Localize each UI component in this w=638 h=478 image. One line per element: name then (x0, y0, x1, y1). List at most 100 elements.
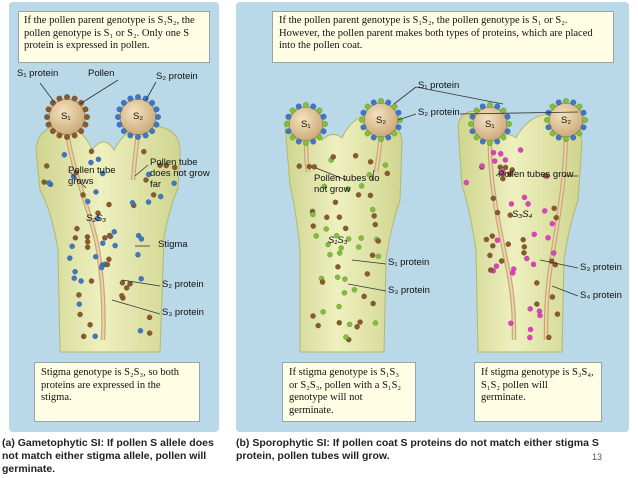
pollen-coat-protein-dot (395, 124, 402, 131)
stigma-protein-dot (530, 261, 537, 268)
stigma-protein-dot (73, 169, 80, 176)
pollen-coat-protein-dot (555, 134, 562, 141)
stigma-protein-dot (354, 323, 360, 330)
s2-protein-dot (153, 121, 160, 128)
s2-protein-dot (134, 133, 142, 141)
stigma-protein-dot (500, 175, 506, 182)
stigma-protein-dot (145, 171, 152, 178)
pollen-coat-protein-dot (576, 130, 583, 137)
stigma-protein-dot (527, 326, 534, 333)
label-s2-protein-top-b: S₂ protein (418, 107, 460, 118)
stigma-protein-dot (537, 312, 543, 319)
stigma-protein-dot (71, 275, 78, 282)
pollen-coat-protein-dot (385, 99, 392, 106)
s2-protein-dot (127, 132, 134, 139)
stigma-protein-dot (335, 263, 341, 270)
pollen-coat-protein-dot (500, 107, 507, 114)
stigma-protein-dot (463, 179, 470, 186)
label-tubes-grow-b: Pollen tubes grow (498, 169, 574, 180)
stigma-b2-protein-dots (463, 147, 561, 341)
panel-b-leader-lines (315, 86, 579, 297)
stigma-protein-dot (489, 233, 496, 239)
stigma-protein-dot (367, 192, 374, 199)
stigma-protein-dot (505, 241, 512, 248)
stigma-protein-dot (78, 278, 84, 284)
stigma-protein-dot (526, 334, 533, 341)
stigma-protein-dot (542, 172, 549, 179)
stigma-protein-dot (80, 192, 86, 198)
pollen-coat-protein-dot (570, 134, 577, 141)
stigma-protein-dot (498, 258, 505, 264)
pollen-coat-protein-dot (504, 128, 511, 135)
pollen-coat-protein-dot (283, 120, 291, 128)
stigma-protein-dot (490, 195, 497, 202)
stigma-protein-dot (357, 319, 363, 325)
s1-protein-dot (56, 132, 63, 139)
s2-protein-dot (153, 106, 160, 113)
stigma-protein-dot (325, 241, 331, 248)
pollen-coat-protein-dot (310, 103, 317, 110)
stigma-protein-dot (507, 212, 514, 218)
stigma-protein-dot (554, 311, 561, 317)
stigma-protein-dot (369, 252, 376, 259)
pollen-coat-protein-dot (581, 116, 589, 124)
stigma-protein-dot (88, 278, 95, 284)
stigma-protein-dot (367, 158, 374, 165)
stigma-protein-dot (129, 199, 136, 206)
stigma-protein-dot (375, 238, 382, 244)
s1-protein-dot (82, 121, 89, 128)
pollen-coat-protein-dot (391, 130, 398, 137)
stigma-protein-dot (358, 235, 365, 241)
s1-protein-dot (43, 113, 51, 121)
s2-protein-dot (114, 113, 122, 121)
slide-number: 13 (591, 452, 602, 462)
pollen-coat-protein-dot (555, 99, 562, 106)
pollen-coat-protein-dot (310, 138, 317, 145)
pollen-coat-protein-dot (469, 113, 476, 120)
stigma-protein-dot (76, 301, 83, 308)
pollen-coat-protein-dot (391, 103, 398, 110)
stigma-protein-dot (384, 170, 391, 177)
stigma-protein-dot (313, 233, 320, 239)
pollen-coat-protein-dot (321, 120, 329, 128)
stigma-protein-dot (338, 245, 345, 251)
stigma-protein-dot (157, 193, 164, 200)
s1-protein-dot (71, 95, 78, 102)
pollen-coat-protein-dot (473, 134, 480, 141)
pollen-coat-protein-dot (285, 113, 292, 120)
stigma-protein-dot (106, 232, 113, 239)
stigma-protein-dot (541, 208, 548, 214)
s2-protein-dot (127, 95, 134, 102)
stigma-a-protein-dots (41, 148, 178, 340)
stigma-protein-dot (494, 237, 501, 244)
stigma-protein-dot (369, 206, 376, 213)
label-s1-protein-a: S₁ protein (17, 68, 59, 79)
stigma-protein-dot (499, 169, 506, 175)
pollen-coat-protein-dot (494, 103, 501, 110)
stigma-protein-dot (336, 214, 343, 220)
stigma-protein-dot (509, 270, 516, 276)
stigma-protein-dot (111, 228, 118, 235)
s1-protein-dot (63, 133, 71, 141)
stigma-protein-dot (94, 215, 101, 222)
panel-b-bottom-text-1: If stigma genotype is S₁S₃ or S₂S₃, poll… (289, 367, 402, 416)
s2-protein-dot (120, 99, 127, 106)
panel-a-bottom-text-box: Stigma genotype is S₂S₃, so both protein… (34, 362, 200, 422)
stigma-protein-dot (135, 232, 142, 239)
label-s2-protein-a: S₂ protein (162, 279, 204, 290)
stigma-protein-dot (315, 322, 322, 329)
stigma-protein-dot (521, 194, 528, 201)
stigma-protein-dot (320, 309, 327, 315)
label-stigma2-genotype-b: S₃S₄ (512, 209, 533, 220)
pollen-coat-protein-dot (549, 103, 556, 110)
stigma-protein-dot (95, 210, 101, 216)
stigma-protein-dot (490, 149, 497, 156)
stigma-protein-dot (497, 150, 504, 157)
label-grain2-s2-b: S₂ (561, 115, 572, 126)
stigma-protein-dot (106, 256, 112, 263)
stigma-protein-dot (80, 333, 87, 340)
stigma-protein-dot (140, 148, 147, 155)
panel-b-top-text-box: If the pollen parent genotype is S₁S₂, t… (272, 11, 614, 63)
pollen-coat-protein-dot (320, 113, 327, 120)
label-tubes-no-grow-b: Pollen tubes do not grow (314, 173, 380, 195)
